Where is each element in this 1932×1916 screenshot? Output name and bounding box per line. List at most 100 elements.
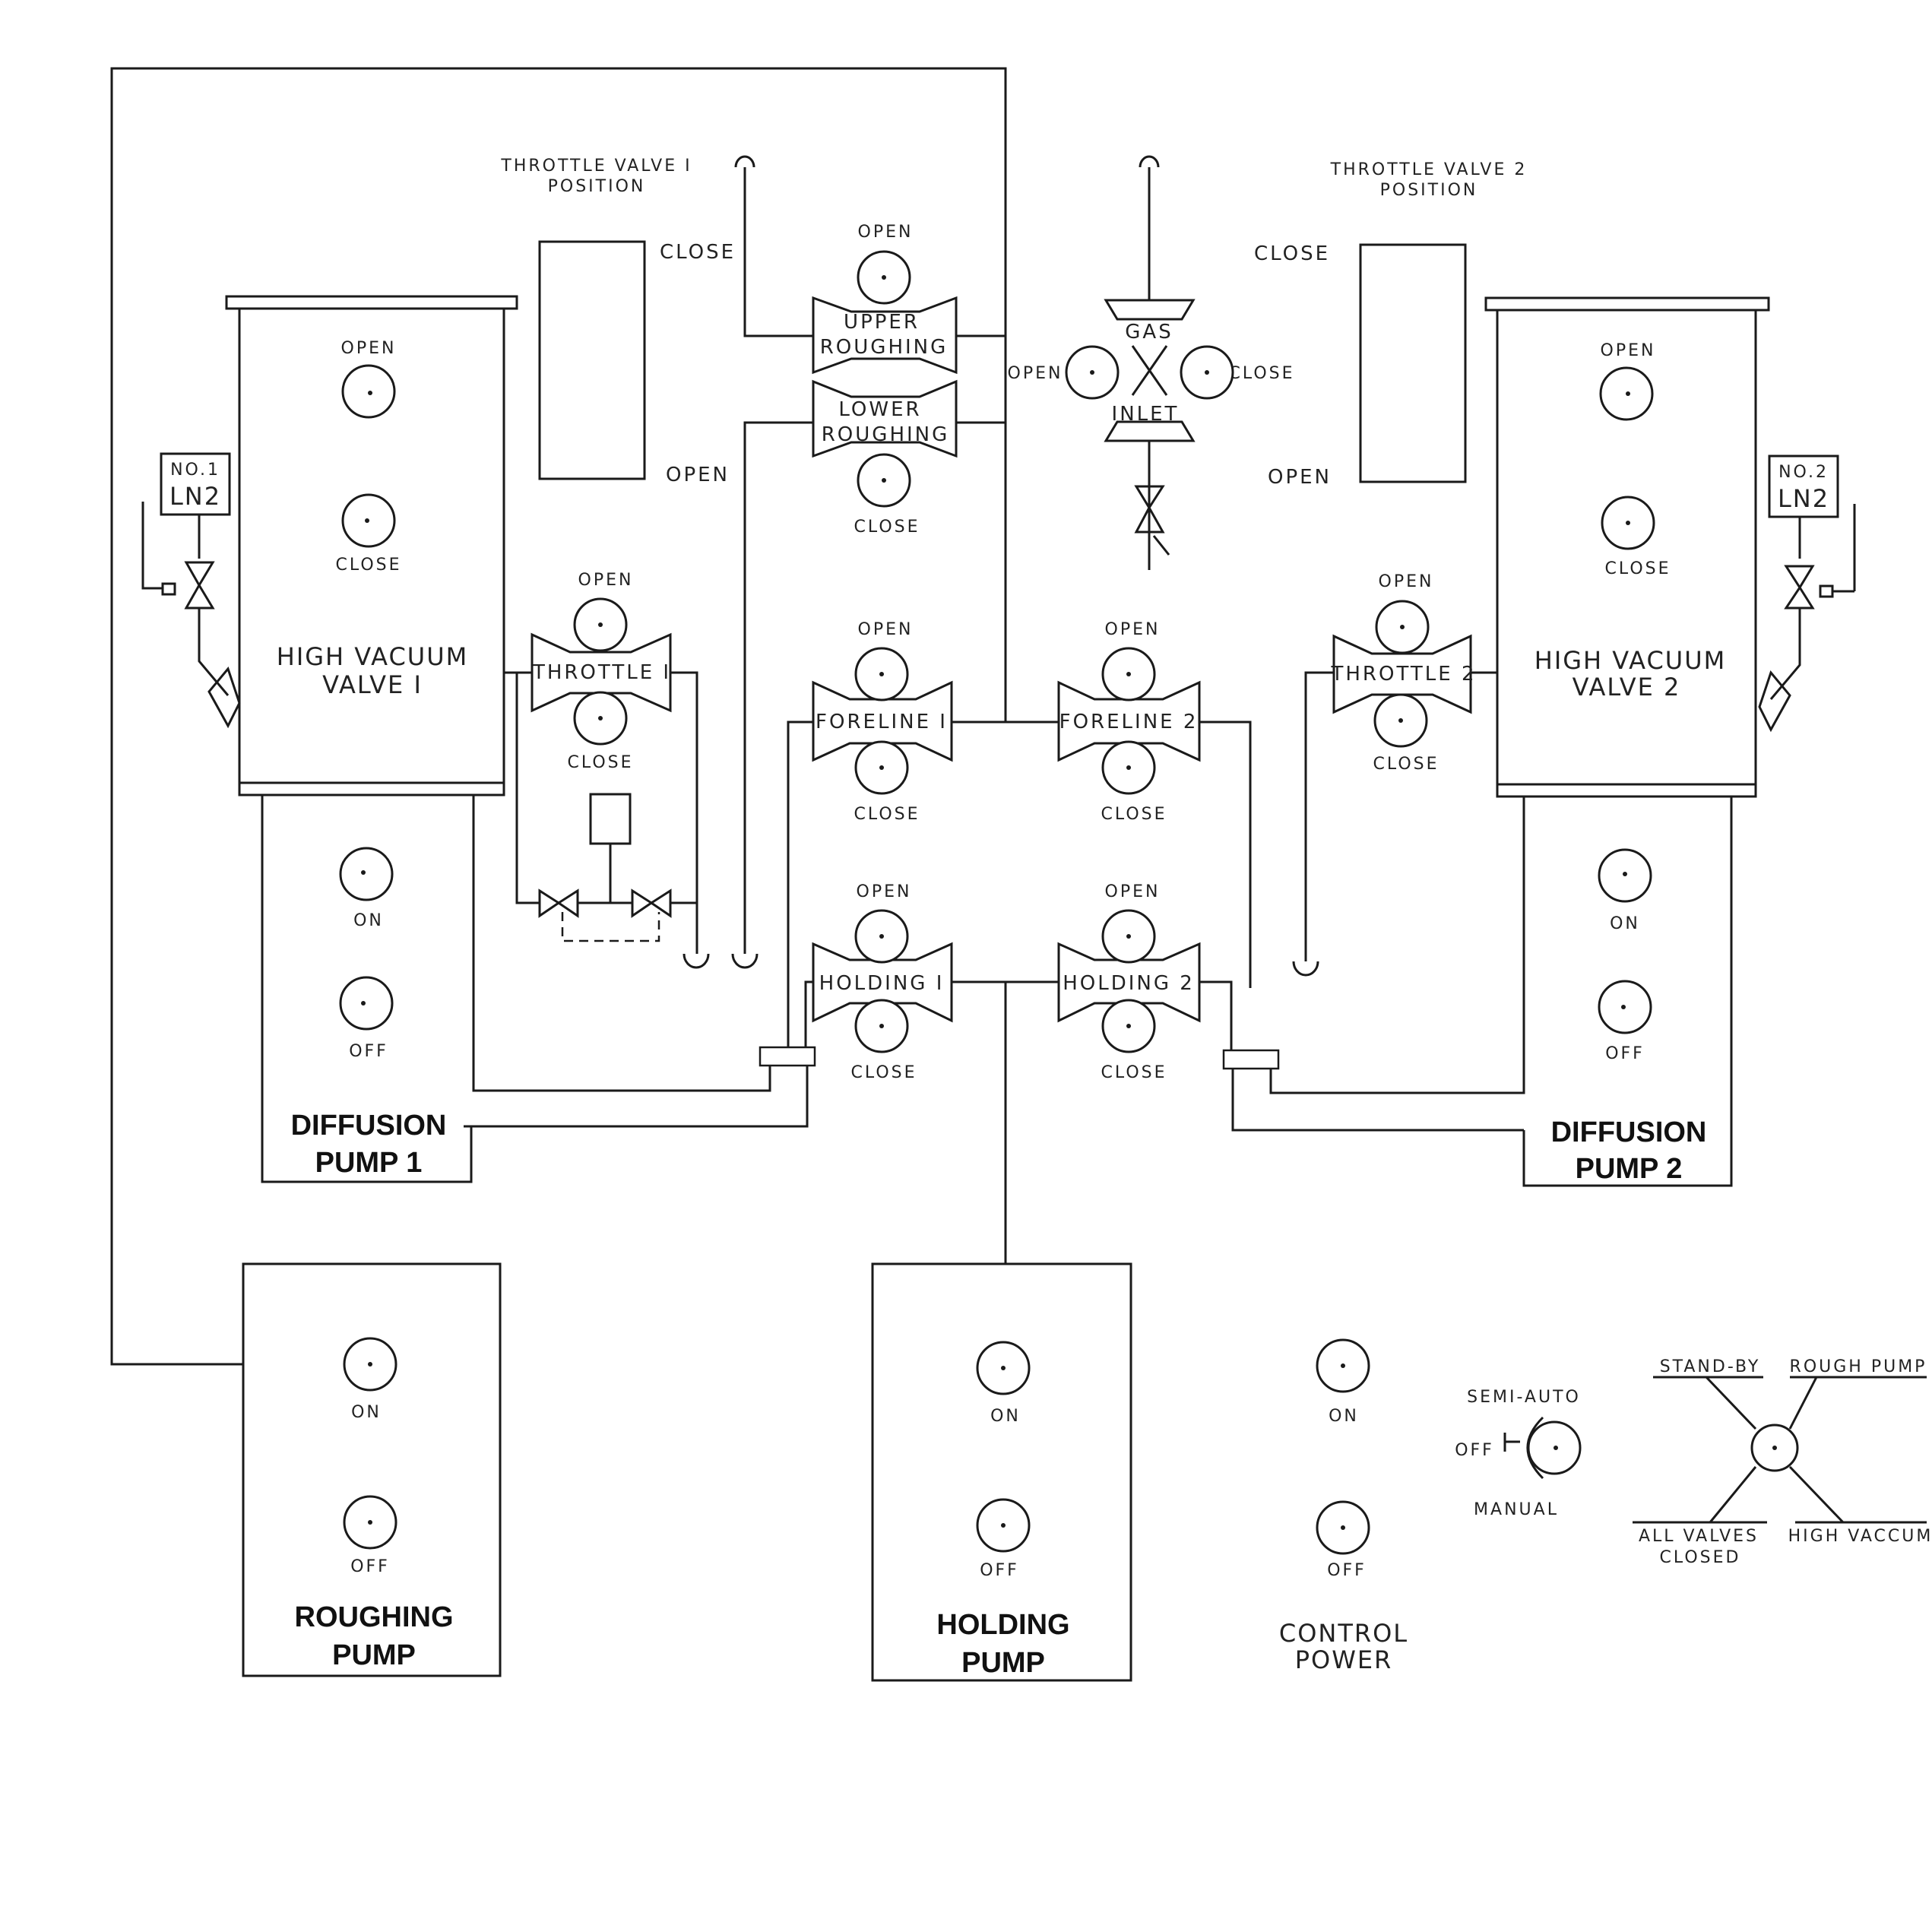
- throttle2-close-button[interactable]: [1373, 693, 1428, 748]
- dp1-on-label: ON: [353, 911, 384, 930]
- throttle1-meter-open-label: OPEN: [666, 464, 730, 486]
- foreline1-open-label: OPEN: [858, 620, 914, 639]
- high-vacuum-valve-1: HIGH VACUUM VALVE I OPEN CLOSE: [225, 295, 518, 796]
- throttle2-position-label: THROTTLE VALVE 2: [1330, 160, 1528, 179]
- rough-pump-label: ROUGH PUMP: [1790, 1357, 1927, 1376]
- foreline2-open-button[interactable]: [1101, 647, 1156, 701]
- holding2-open-button[interactable]: [1101, 909, 1156, 964]
- manual-label: MANUAL: [1474, 1500, 1559, 1519]
- throttle-2-position-indicator: THROTTLE VALVE 2 POSITION CLOSE OPEN: [1254, 160, 1528, 489]
- gas-inlet-close-label: CLOSE: [1228, 364, 1294, 383]
- dp1-on-button[interactable]: [339, 847, 394, 901]
- throttle1-position-label-2: POSITION: [548, 177, 646, 196]
- hv1-label: HIGH VACUUM: [277, 642, 469, 671]
- ln2-trap-2: NO.2 LN2: [1758, 454, 1839, 733]
- ln1-label: NO.1: [170, 461, 220, 480]
- upper-roughing-label: UPPER: [844, 311, 920, 334]
- dp1-title: DIFFUSION: [291, 1110, 447, 1142]
- holding1-close-button[interactable]: [854, 999, 909, 1053]
- holding-pump-title: HOLDING: [936, 1609, 1069, 1641]
- holding-pump: ON OFF HOLDING PUMP: [871, 1262, 1132, 1682]
- hv1-close-label: CLOSE: [335, 556, 401, 575]
- throttle-2-valve: THROTTLE 2 OPEN CLOSE: [1331, 572, 1474, 774]
- control-power-title: CONTROL: [1279, 1619, 1408, 1648]
- holding1-open-button[interactable]: [854, 909, 909, 964]
- throttle1-actuator: [589, 793, 632, 845]
- foreline-1-valve: FORELINE I OPEN CLOSE: [812, 620, 953, 824]
- dp2-off-label: OFF: [1605, 1044, 1645, 1063]
- throttle1-position-meter: [538, 240, 646, 480]
- hv2-close-button[interactable]: [1601, 496, 1655, 550]
- roughing-pump: ON OFF ROUGHING PUMP: [242, 1262, 502, 1677]
- dp2-on-button[interactable]: [1598, 848, 1652, 903]
- holding2-label: HOLDING 2: [1063, 972, 1195, 995]
- hv1-label-2: VALVE I: [322, 670, 423, 699]
- gas-inlet-open-button[interactable]: [1065, 345, 1120, 400]
- roughing-pump-title-2: PUMP: [332, 1639, 416, 1671]
- gas-inlet-close-button[interactable]: [1180, 345, 1234, 400]
- holding-pump-off-button[interactable]: [976, 1498, 1031, 1553]
- ln2-trap-1: NO.1 LN2: [160, 452, 241, 729]
- ln2-label-2: LN2: [1778, 484, 1829, 513]
- all-valves-closed-label: ALL VALVES: [1639, 1527, 1759, 1546]
- lower-roughing-close-label: CLOSE: [854, 518, 920, 537]
- control-power-on-label: ON: [1329, 1407, 1359, 1426]
- foreline1-label: FORELINE I: [816, 711, 948, 733]
- throttle2-open-button[interactable]: [1375, 600, 1430, 654]
- throttle1-open-button[interactable]: [573, 597, 628, 652]
- upper-roughing-open-label: OPEN: [858, 223, 914, 242]
- holding2-close-button[interactable]: [1101, 999, 1156, 1053]
- foreline1-open-button[interactable]: [854, 647, 909, 701]
- mode-selector: SEMI-AUTO OFF MANUAL: [1455, 1388, 1582, 1519]
- hv2-close-label: CLOSE: [1604, 559, 1671, 578]
- stand-by-label: STAND-BY: [1660, 1357, 1761, 1376]
- throttle2-open-label: OPEN: [1379, 572, 1434, 591]
- foreline1-close-button[interactable]: [854, 740, 909, 795]
- mode-off-label: OFF: [1455, 1441, 1494, 1460]
- upper-roughing-label-2: ROUGHING: [820, 336, 949, 359]
- throttle2-meter-close-label: CLOSE: [1254, 242, 1330, 265]
- foreline2-label: FORELINE 2: [1059, 711, 1199, 733]
- throttle1-label: THROTTLE I: [532, 661, 671, 684]
- throttle1-close-button[interactable]: [573, 691, 628, 746]
- holding-pump-on-label: ON: [990, 1407, 1021, 1426]
- dp1-off-label: OFF: [349, 1042, 388, 1061]
- hv2-label-2: VALVE 2: [1573, 673, 1681, 701]
- control-power-on-button[interactable]: [1316, 1338, 1370, 1393]
- holding-pump-on-button[interactable]: [976, 1341, 1031, 1395]
- holding1-close-label: CLOSE: [850, 1063, 917, 1082]
- dp2-off-button[interactable]: [1598, 980, 1652, 1034]
- roughing-pump-off-button[interactable]: [343, 1495, 397, 1550]
- mode-selector-knob[interactable]: [1527, 1420, 1582, 1475]
- control-power-off-button[interactable]: [1316, 1500, 1370, 1555]
- gas-inlet-label-2: INLET: [1112, 403, 1180, 426]
- high-vacuum-valve-2: HIGH VACUUM VALVE 2 OPEN CLOSE: [1484, 296, 1770, 798]
- control-power-title-2: POWER: [1295, 1645, 1393, 1674]
- roughing-pump-on-button[interactable]: [343, 1337, 397, 1392]
- lower-roughing-close-button[interactable]: [857, 453, 911, 508]
- dp1-title-2: PUMP 1: [315, 1147, 423, 1179]
- lower-roughing-label-2: ROUGHING: [822, 423, 950, 446]
- gas-inlet-valve: GAS INLET OPEN CLOSE: [1008, 299, 1294, 556]
- throttle2-position-meter: [1359, 243, 1467, 483]
- foreline2-close-label: CLOSE: [1101, 805, 1167, 824]
- upper-roughing-valve: UPPER ROUGHING OPEN: [812, 223, 958, 375]
- hv1-close-button[interactable]: [341, 493, 396, 548]
- holding-1-valve: HOLDING I OPEN CLOSE: [812, 882, 953, 1082]
- holding-pump-title-2: PUMP: [961, 1647, 1045, 1679]
- dp1-off-button[interactable]: [339, 976, 394, 1031]
- throttle-1-valve: THROTTLE I OPEN CLOSE: [531, 571, 672, 918]
- foreline-2-valve: FORELINE 2 OPEN CLOSE: [1057, 620, 1201, 824]
- hv2-open-button[interactable]: [1599, 366, 1654, 421]
- holding-2-valve: HOLDING 2 OPEN CLOSE: [1057, 882, 1201, 1082]
- all-valves-closed-label-2: CLOSED: [1660, 1548, 1741, 1567]
- operation-selector-knob[interactable]: [1750, 1424, 1799, 1472]
- hv1-open-button[interactable]: [341, 364, 396, 419]
- throttle1-open-label: OPEN: [578, 571, 634, 590]
- holding2-open-label: OPEN: [1105, 882, 1161, 901]
- upper-roughing-open-button[interactable]: [857, 250, 911, 305]
- foreline2-close-button[interactable]: [1101, 740, 1156, 795]
- control-power: ON OFF CONTROL POWER: [1279, 1338, 1408, 1674]
- high-vacuum-label: HIGH VACCUM: [1788, 1527, 1932, 1546]
- ln2-label: NO.2: [1778, 463, 1829, 482]
